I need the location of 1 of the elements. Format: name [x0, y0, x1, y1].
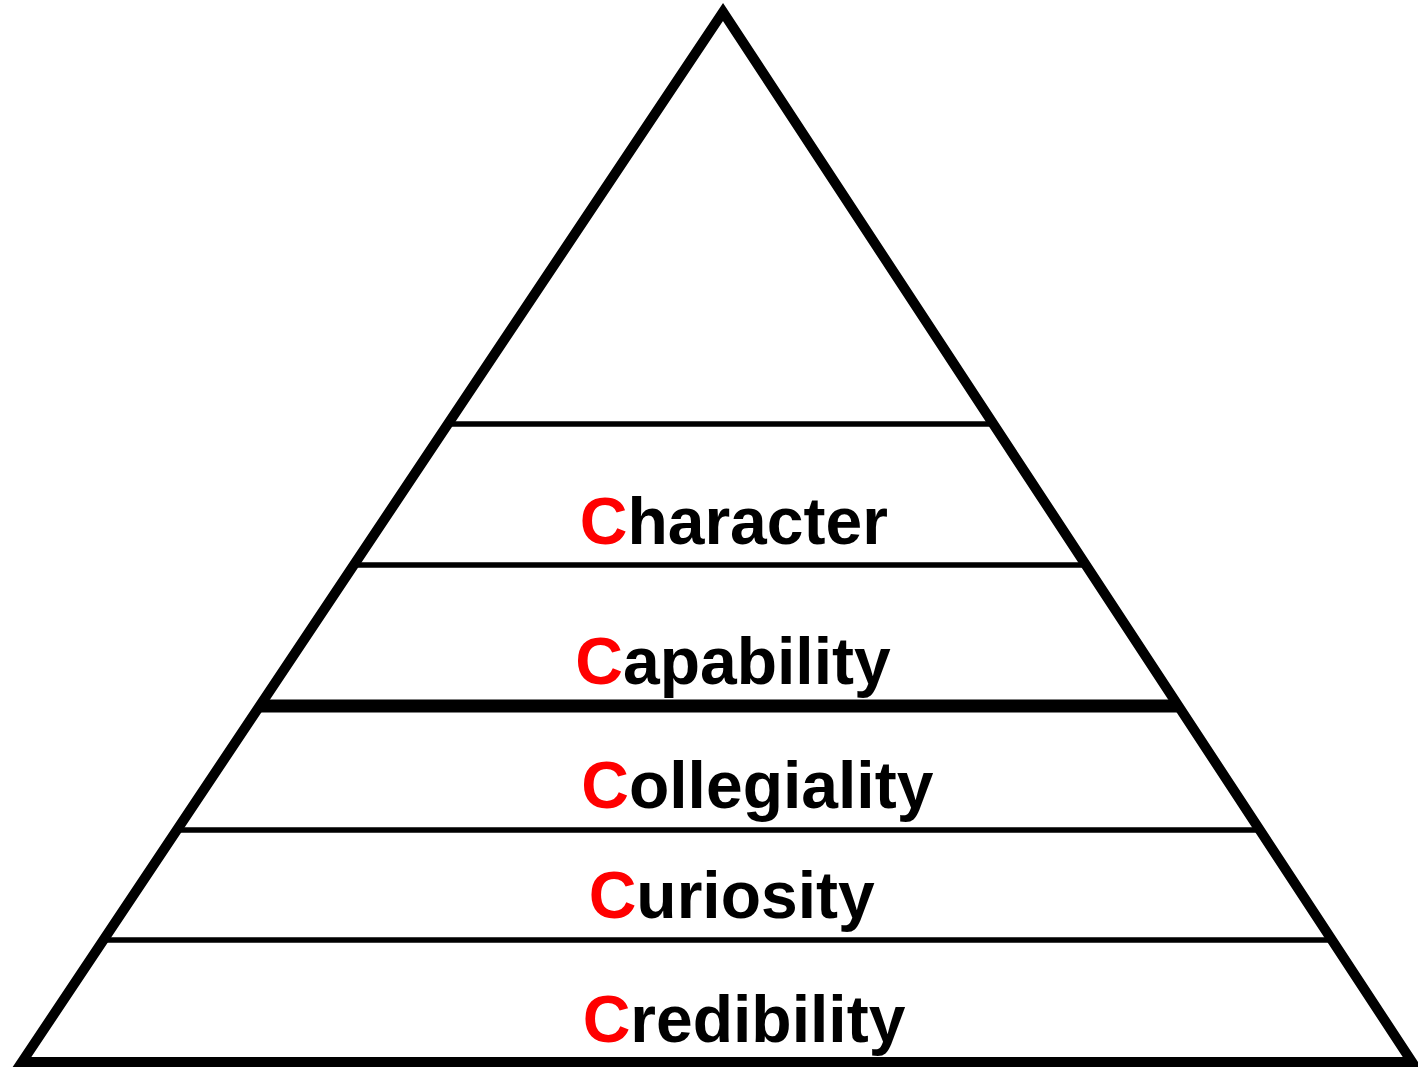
tier-label: Character — [578, 488, 889, 554]
